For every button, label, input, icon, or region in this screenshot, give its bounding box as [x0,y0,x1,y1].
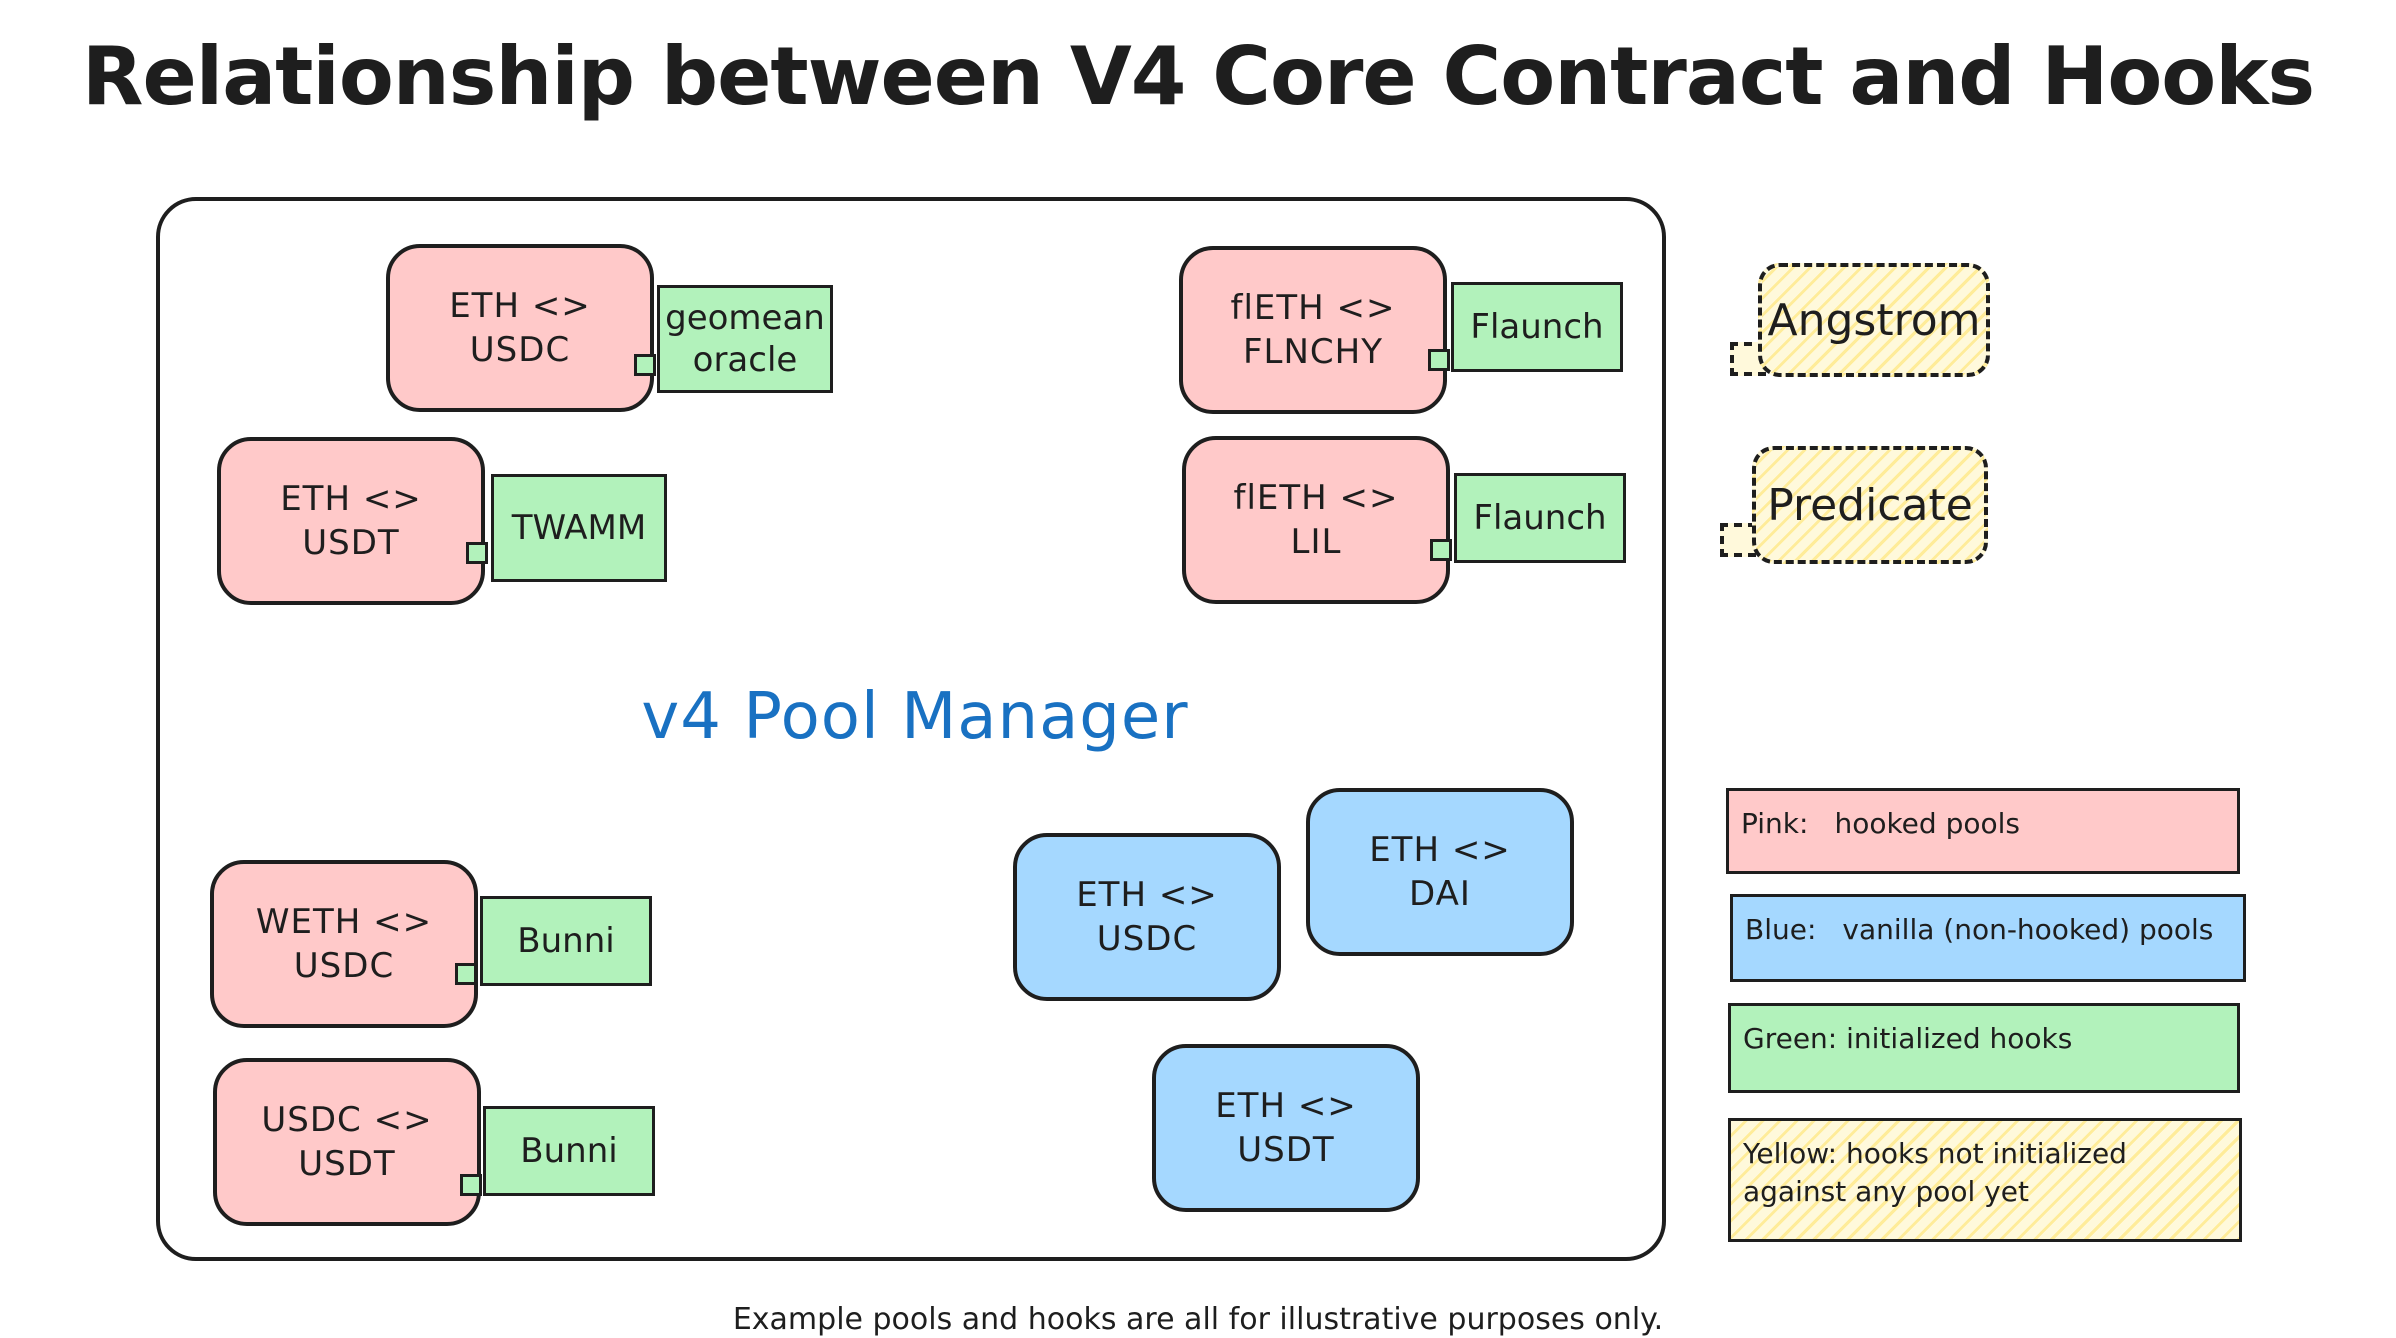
hook-connector [460,1174,482,1196]
pool-fleth-flnchy: flETH <> FLNCHY [1179,246,1447,414]
hook-connector [634,354,656,376]
hook-predicate: Predicate [1752,446,1988,564]
page-title: Relationship between V4 Core Contract an… [81,30,2315,123]
hook-connector [455,963,477,985]
legend-pink-text: hooked pools [1834,807,2020,840]
pool-usdc-usdt: USDC <> USDT [213,1058,481,1226]
hook-bunni-2: Bunni [483,1106,655,1196]
legend-pink-key: Pink: [1741,807,1809,840]
legend-yellow-text: Yellow: hooks not initialized against an… [1743,1137,2127,1208]
hook-twamm: TWAMM [491,474,667,582]
hook-connector-dashed [1720,523,1756,557]
pool-fleth-lil: flETH <> LIL [1182,436,1450,604]
hook-flaunch-2: Flaunch [1454,473,1626,563]
pool-manager-label: v4 Pool Manager [641,680,1189,754]
legend-blue-text: vanilla (non-hooked) pools [1842,913,2214,946]
hook-connector [1428,349,1450,371]
hook-geomean-oracle: geomean oracle [657,285,833,393]
legend-pink: Pink: hooked pools [1726,788,2240,874]
legend-blue: Blue: vanilla (non-hooked) pools [1730,894,2246,982]
pool-eth-usdt-vanilla: ETH <> USDT [1152,1044,1420,1212]
hook-bunni-1: Bunni [480,896,652,986]
legend-green: Green: initialized hooks [1728,1003,2240,1093]
legend-blue-key: Blue: [1745,913,1817,946]
hook-connector [466,542,488,564]
hook-connector [1430,539,1452,561]
pool-eth-usdc-hooked: ETH <> USDC [386,244,654,412]
pool-eth-usdc-vanilla: ETH <> USDC [1013,833,1281,1001]
legend-yellow: Yellow: hooks not initialized against an… [1728,1118,2242,1242]
hook-angstrom: Angstrom [1758,263,1990,377]
legend-green-text: Green: initialized hooks [1743,1022,2073,1055]
pool-eth-usdt-hooked: ETH <> USDT [217,437,485,605]
hook-flaunch-1: Flaunch [1451,282,1623,372]
pool-eth-dai: ETH <> DAI [1306,788,1574,956]
footnote: Example pools and hooks are all for illu… [732,1302,1664,1337]
pool-weth-usdc: WETH <> USDC [210,860,478,1028]
